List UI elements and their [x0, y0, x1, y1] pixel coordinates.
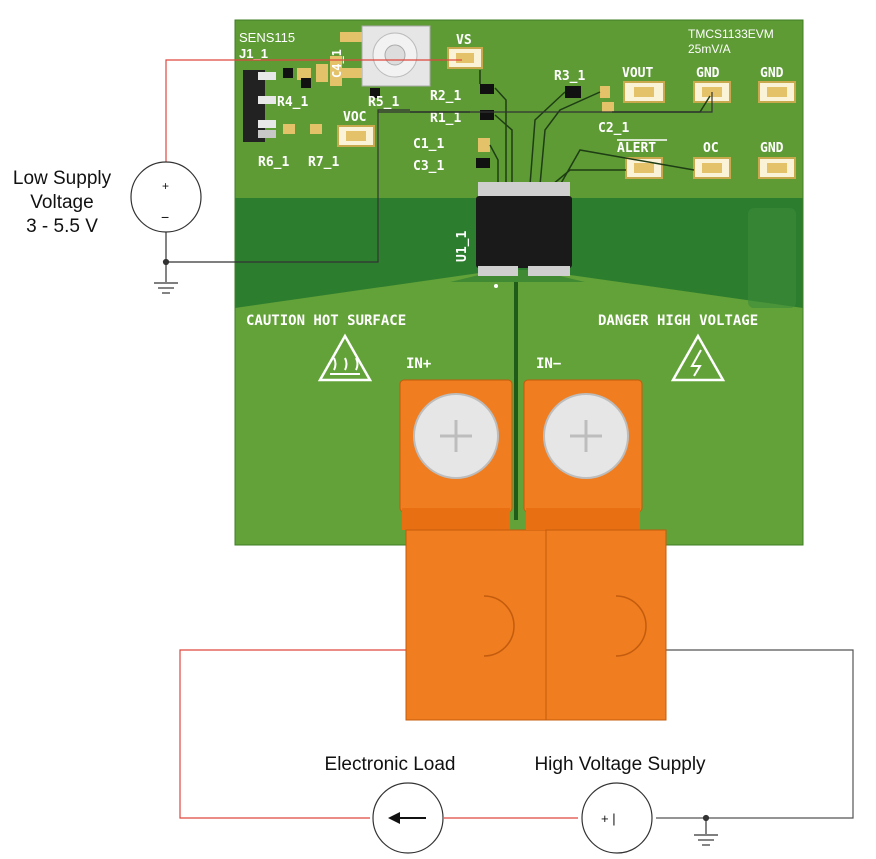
low-supply-label-line2: Voltage [30, 192, 93, 213]
low-supply-label-line1: Low Supply [13, 168, 112, 189]
r4-label: R4_1 [277, 95, 308, 110]
high-voltage-icon [670, 333, 726, 382]
c3-label: C3_1 [413, 159, 444, 174]
r7-label: R7_1 [308, 155, 339, 170]
terminal-in-plus [399, 379, 547, 721]
c1-label: C1_1 [413, 137, 444, 152]
wire-load-red [179, 649, 408, 819]
test-point-vout: VOUT [622, 66, 665, 103]
board-name: SENS115 [239, 30, 295, 45]
smd-components [283, 56, 614, 168]
caution-warning-text: CAUTION HOT SURFACE [246, 313, 406, 329]
pcb-edge-shade [748, 208, 796, 308]
test-point-gnd-3: GND [758, 141, 796, 179]
pcb-bottom-area [235, 270, 803, 545]
svg-text:ALERT: ALERT [617, 141, 656, 156]
test-point-oc: OC [693, 141, 731, 179]
svg-text:VS: VS [456, 33, 472, 48]
wire-low-supply-positive [165, 59, 462, 165]
svg-text:GND: GND [696, 66, 720, 81]
svg-text:OC: OC [703, 141, 719, 156]
svg-text:GND: GND [760, 66, 784, 81]
chip-ref-label: U1_1 [455, 231, 470, 262]
potentiometer [340, 25, 431, 87]
r5-label: R5_1 [368, 95, 399, 110]
electronic-load-label: Electronic Load [325, 754, 456, 775]
wire-return-gray [656, 649, 854, 819]
terminal-in-minus [523, 379, 667, 721]
board-sensitivity: 25mV/A [688, 42, 731, 56]
wire-gnd-branch [378, 92, 713, 113]
r6-label: R6_1 [258, 155, 289, 170]
ground-symbol-low [154, 258, 178, 294]
wire-low-supply-negative [165, 109, 410, 263]
danger-warning-text: DANGER HIGH VOLTAGE [598, 313, 758, 329]
low-supply-minus: − [161, 209, 169, 225]
svg-text:VOUT: VOUT [622, 66, 653, 81]
connector-label: J1_1 [239, 46, 268, 61]
test-point-vs: VS [447, 33, 483, 69]
r2-label: R2_1 [430, 89, 461, 104]
hv-supply-symbol: + | [601, 811, 616, 826]
hot-surface-icon [317, 333, 373, 382]
r3-label: R3_1 [554, 69, 585, 84]
test-point-voc: VOC [337, 110, 375, 147]
low-supply-label-line3: 3 - 5.5 V [26, 216, 98, 237]
board-model: TMCS1133EVM [688, 27, 774, 41]
wires [165, 59, 854, 834]
c4-label: C4_1 [330, 49, 345, 78]
svg-text:VOC: VOC [343, 110, 366, 125]
high-voltage-supply-symbol: + | [581, 782, 653, 854]
low-supply-source-symbol: + − [130, 161, 202, 233]
r1-label: R1_1 [430, 111, 461, 126]
in-minus-label: IN− [536, 356, 561, 372]
c2-label: C2_1 [598, 121, 629, 136]
ic-chip-u1 [476, 182, 572, 288]
electronic-load-symbol [372, 782, 444, 854]
low-supply-plus: + [162, 179, 169, 193]
in-plus-label: IN+ [406, 356, 431, 372]
test-point-gnd-2: GND [758, 66, 796, 103]
ground-symbol-high [694, 814, 718, 846]
connector-j1 [243, 70, 276, 142]
high-voltage-supply-label: High Voltage Supply [534, 754, 706, 775]
svg-text:GND: GND [760, 141, 784, 156]
